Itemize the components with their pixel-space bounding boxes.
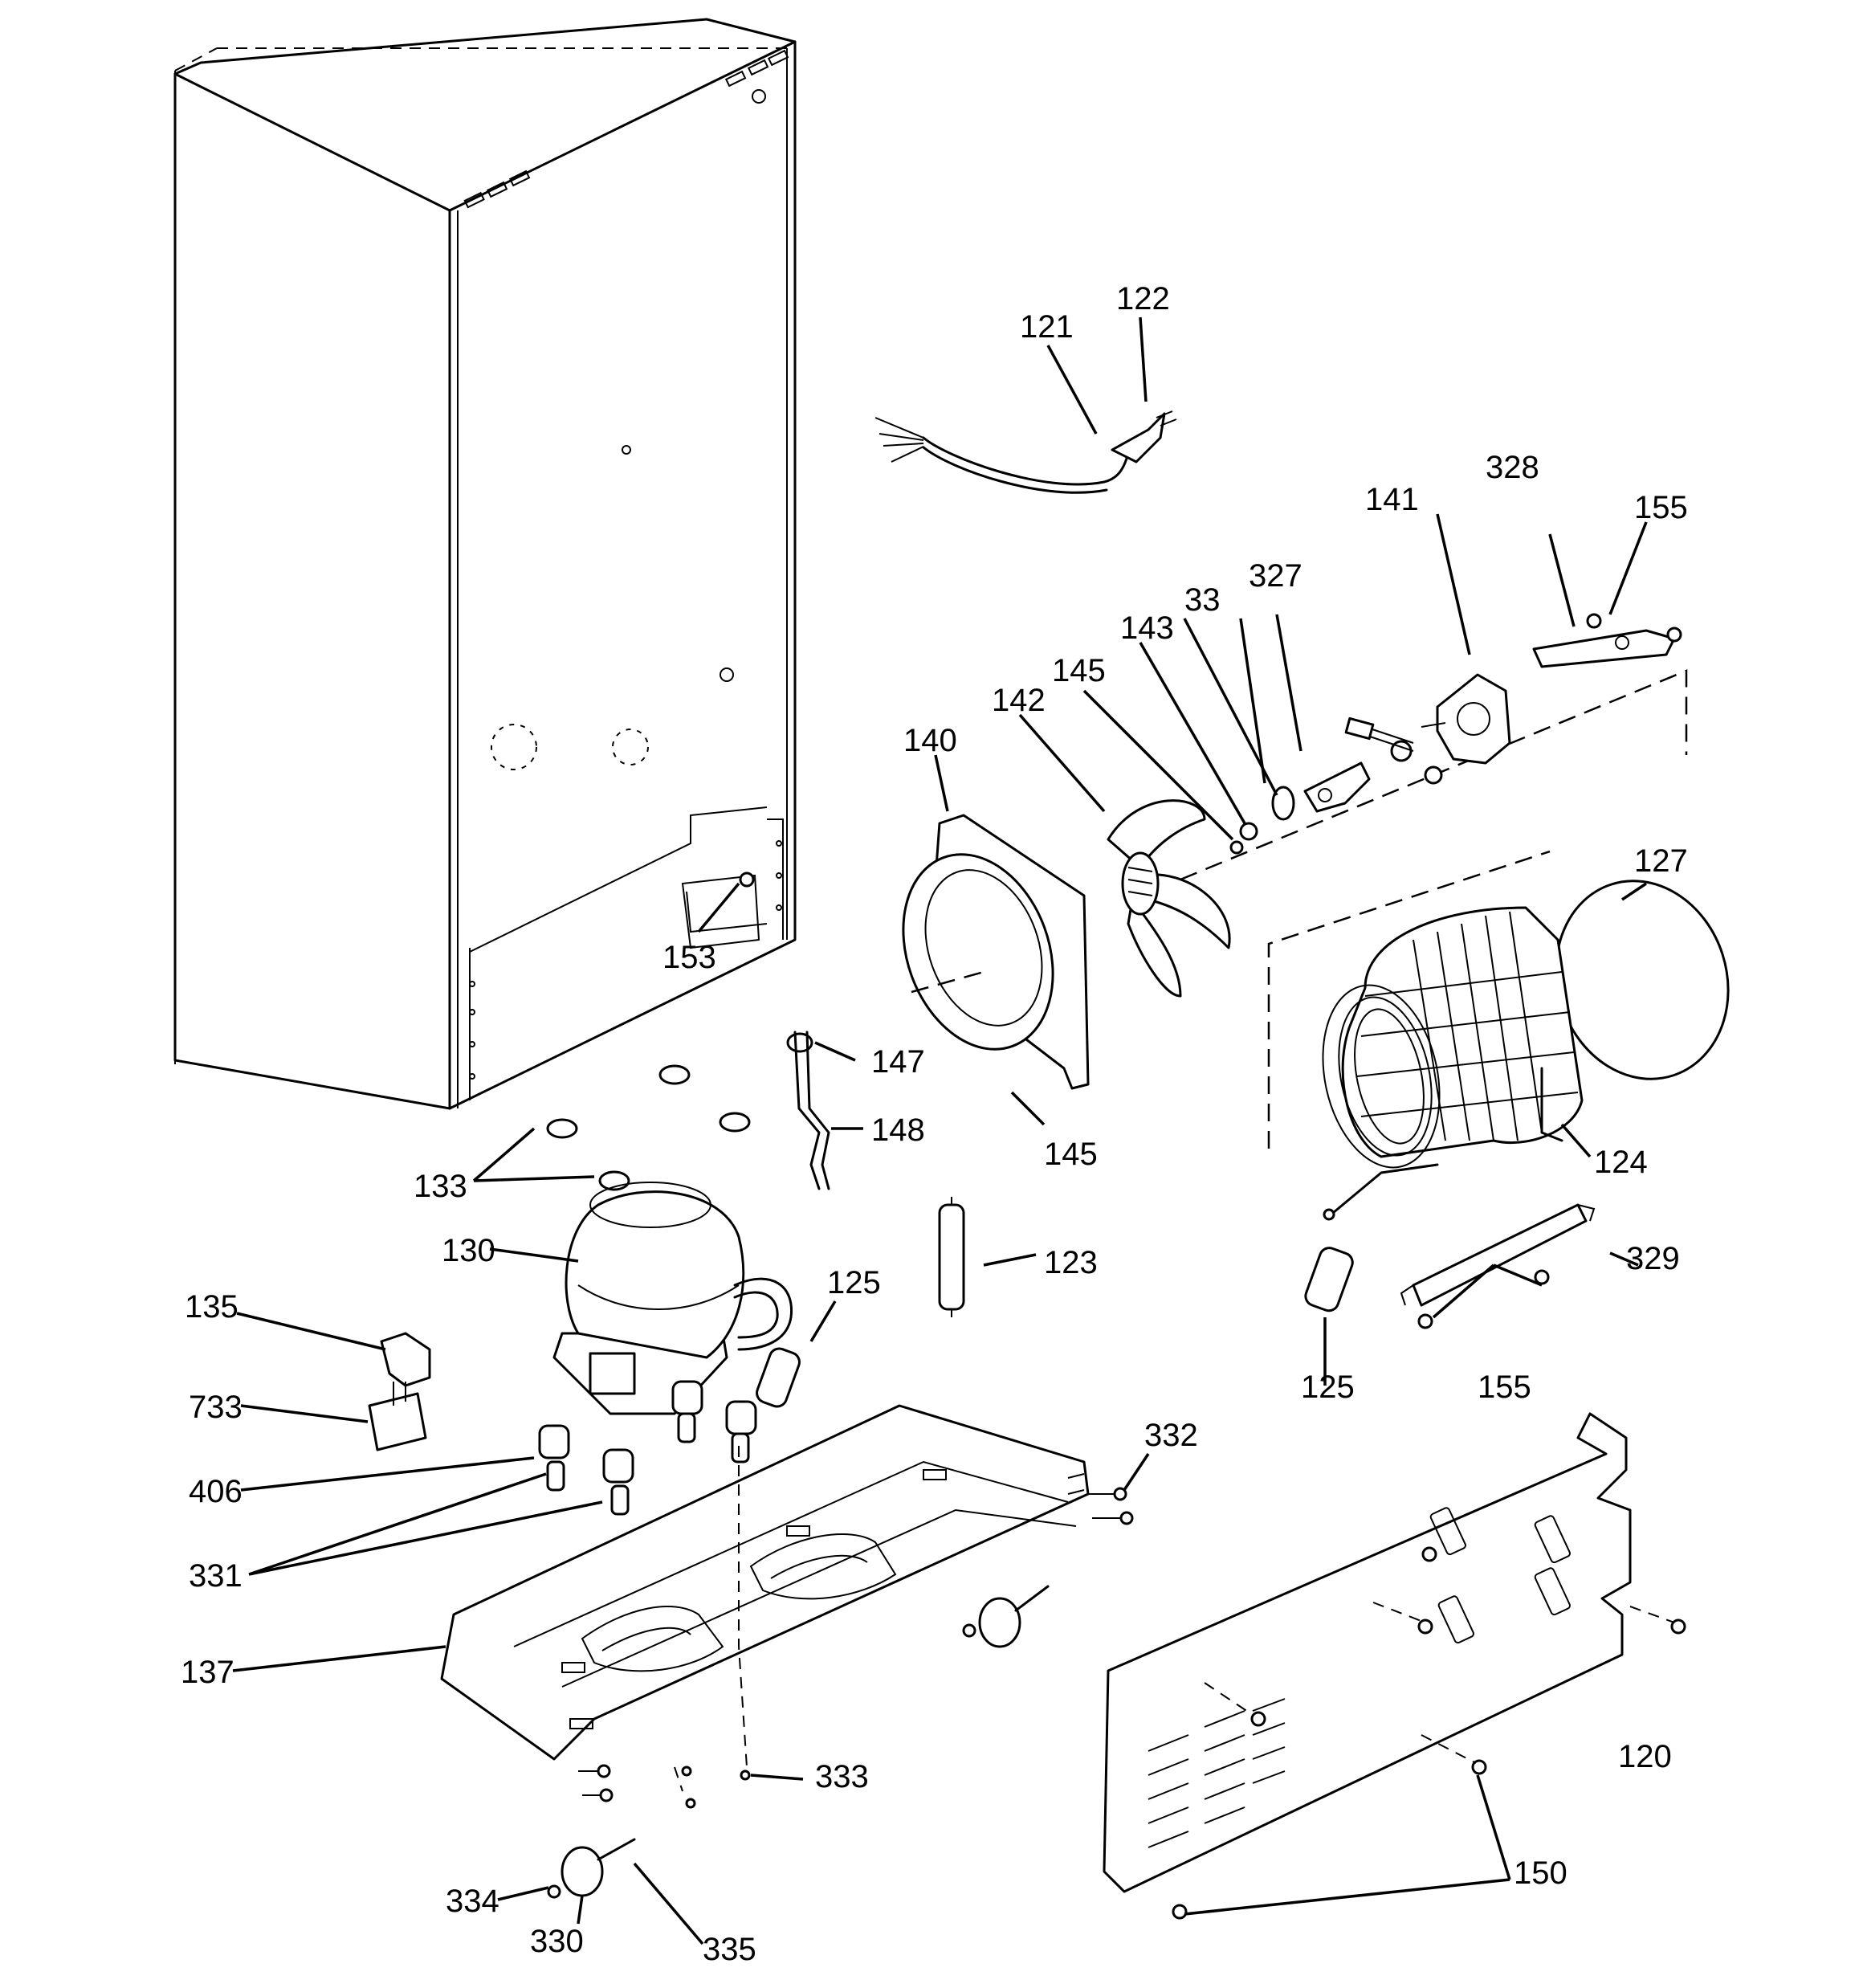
callout-330: 330: [530, 1924, 584, 1959]
callout-33: 33: [1184, 582, 1221, 618]
callout-406: 406: [189, 1474, 243, 1509]
callout-labels: 120 121 122 123 124 125 125 127 130 133 …: [181, 281, 1688, 1967]
callout-127: 127: [1634, 843, 1688, 879]
callout-130: 130: [442, 1233, 495, 1268]
fan-shroud: [902, 814, 1090, 1090]
condenser-bracket: [1400, 1203, 1596, 1329]
drier-cylinder-right: [1304, 1247, 1354, 1312]
callout-137: 137: [181, 1655, 234, 1690]
callout-148: 148: [871, 1112, 925, 1148]
callout-124: 124: [1594, 1145, 1648, 1180]
callout-143: 143: [1120, 610, 1174, 646]
callout-335: 335: [703, 1932, 756, 1967]
callout-125-right: 125: [1301, 1370, 1355, 1405]
tubing-parts: [786, 1031, 965, 1317]
callout-150: 150: [1514, 1855, 1567, 1891]
mount-parts: [538, 1347, 801, 1516]
callout-120: 120: [1618, 1739, 1672, 1774]
callout-125-left: 125: [827, 1265, 881, 1300]
callout-141: 141: [1365, 482, 1419, 517]
relay-overload: [368, 1332, 431, 1451]
callout-147: 147: [871, 1044, 925, 1080]
callout-334: 334: [446, 1884, 499, 1919]
leader-lines: [232, 316, 1648, 1945]
callout-145-top: 145: [1052, 653, 1106, 688]
callout-327: 327: [1249, 558, 1302, 594]
callout-332: 332: [1144, 1418, 1198, 1453]
base-pan: [440, 1404, 1090, 1809]
callout-331: 331: [189, 1558, 243, 1594]
callout-145-bottom: 145: [1044, 1137, 1098, 1172]
condenser-axis-line: [1267, 850, 1551, 1149]
callout-329: 329: [1626, 1241, 1680, 1276]
condenser-coil: [1322, 906, 1584, 1221]
callout-333: 333: [815, 1759, 869, 1794]
callout-142: 142: [992, 683, 1046, 718]
callout-155-bottom: 155: [1478, 1370, 1531, 1405]
callout-733: 733: [189, 1390, 243, 1425]
callout-122: 122: [1116, 281, 1170, 316]
callout-123: 123: [1044, 1245, 1098, 1280]
fan-motor-parts: [1229, 613, 1682, 855]
cabinet-outline: [173, 18, 797, 1110]
callout-121: 121: [1020, 309, 1074, 345]
fan-axis-line: [1180, 669, 1688, 881]
callout-153: 153: [662, 940, 716, 975]
callout-328: 328: [1486, 450, 1539, 485]
grommets: [546, 1064, 751, 1191]
fan-blade: [1107, 799, 1231, 998]
callout-133: 133: [414, 1169, 467, 1204]
callout-155-top: 155: [1634, 490, 1688, 525]
access-panel: [1103, 1412, 1686, 1920]
power-cord: [874, 410, 1177, 494]
callout-140: 140: [903, 723, 957, 758]
compressor: [552, 1182, 793, 1415]
callout-135: 135: [185, 1289, 238, 1325]
